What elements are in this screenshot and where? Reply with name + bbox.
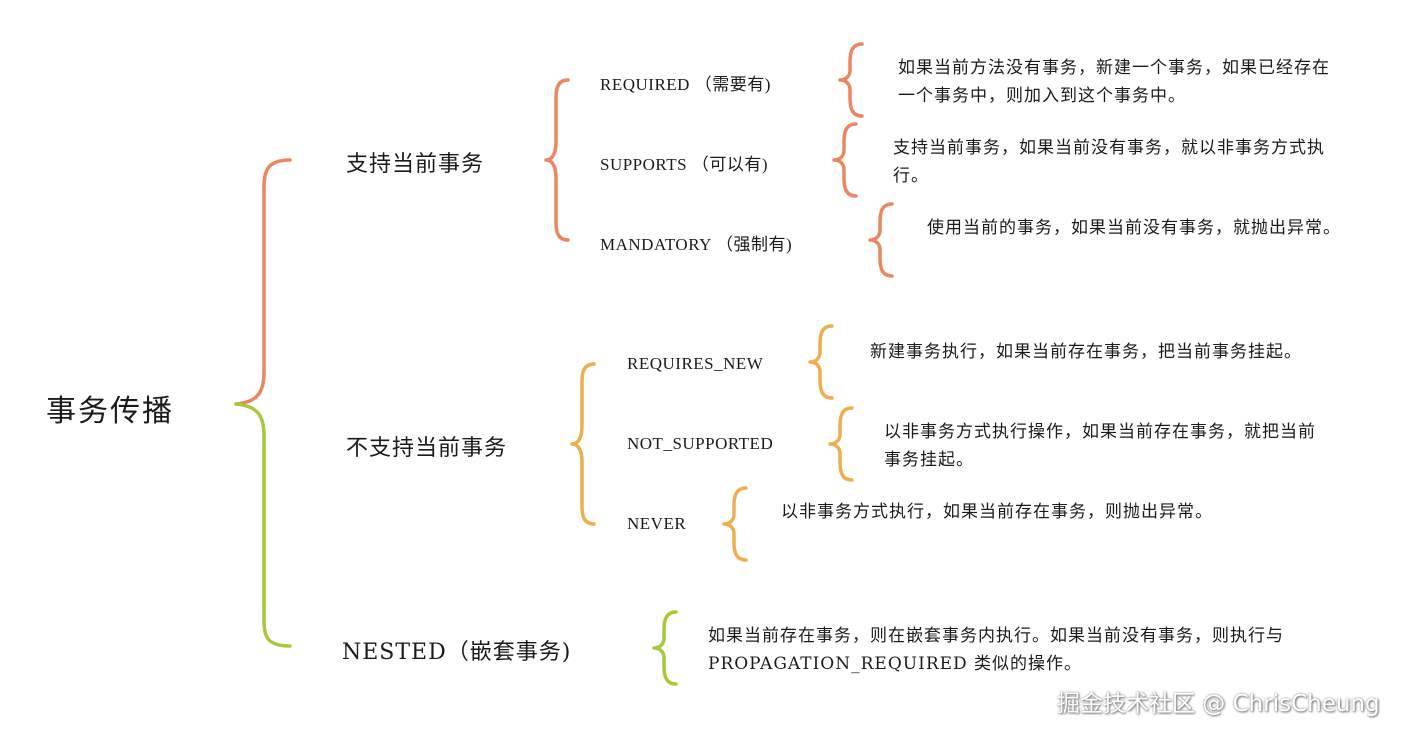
category-support: 支持当前事务 xyxy=(346,152,485,177)
desc-supports: 支持当前事务，如果当前没有事务，就以非事务方式执行。 xyxy=(893,138,1325,186)
mode-required: REQUIRED （需要有) xyxy=(600,75,771,94)
desc-mandatory: 使用当前的事务，如果当前没有事务，就抛出异常。 xyxy=(927,218,1341,238)
mode-mandatory: MANDATORY （强制有) xyxy=(600,235,793,254)
root-brace-upper xyxy=(234,158,292,406)
desc-never: 以非事务方式执行，如果当前存在事务，则抛出异常。 xyxy=(781,502,1213,522)
never-desc-brace xyxy=(722,486,748,562)
nosupport-brace xyxy=(570,362,596,526)
required-desc-brace xyxy=(838,42,864,118)
root-brace-lower xyxy=(234,402,292,648)
category-nested: NESTED（嵌套事务) xyxy=(342,640,572,665)
desc-not-supported: 以非事务方式执行操作，如果当前存在事务，就把当前事务挂起。 xyxy=(884,422,1316,470)
mode-supports: SUPPORTS （可以有) xyxy=(600,155,768,174)
mandatory-desc-brace xyxy=(868,202,894,278)
not-supported-desc-brace xyxy=(828,406,854,482)
desc-required: 如果当前方法没有事务，新建一个事务，如果已经存在一个事务中，则加入到这个事务中。 xyxy=(898,58,1330,106)
nested-desc-brace xyxy=(652,610,678,686)
supports-desc-brace xyxy=(832,122,858,198)
desc-requires-new: 新建事务执行，如果当前存在事务，把当前事务挂起。 xyxy=(870,342,1302,362)
desc-nested: 如果当前存在事务，则在嵌套事务内执行。如果当前没有事务，则执行与 PROPAGA… xyxy=(708,626,1284,674)
mode-never: NEVER xyxy=(627,514,687,533)
category-nosupport: 不支持当前事务 xyxy=(346,436,508,461)
watermark: 掘金技术社区 @ ChrisCheung xyxy=(1057,691,1380,717)
requires-new-desc-brace xyxy=(808,324,834,400)
support-brace xyxy=(544,78,570,242)
root-node: 事务传播 xyxy=(46,394,174,429)
mode-not-supported: NOT_SUPPORTED xyxy=(627,434,774,453)
mode-requires-new: REQUIRES_NEW xyxy=(627,354,764,373)
